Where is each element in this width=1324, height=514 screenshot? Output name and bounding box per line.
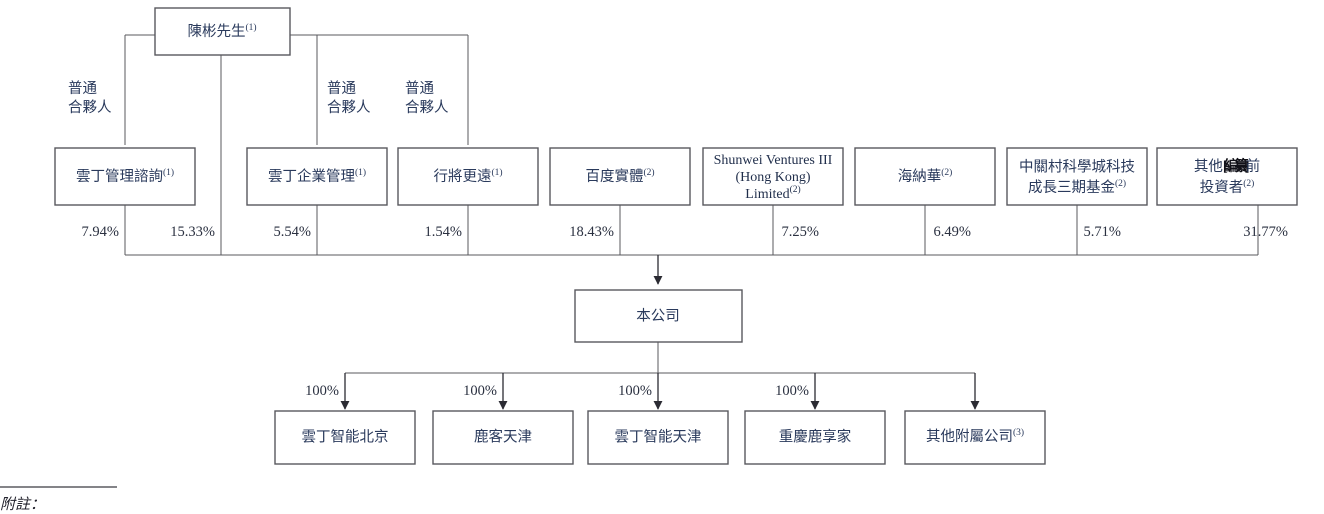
- connector-group-level2-bus: [340, 342, 980, 410]
- node-shareholder-5[interactable]: Shunwei Ventures III (Hong Kong) Limited…: [702, 147, 844, 206]
- node-shareholder-7[interactable]: 中關村科學城科技 成長三期基金(2): [1006, 147, 1148, 206]
- node-shareholder-7-label-line2: 成長三期基金(2): [1028, 178, 1126, 196]
- role-label-2-line2: 合夥人: [327, 99, 371, 116]
- percent-label-sh7: 5.71%: [1084, 224, 1121, 240]
- node-shareholder-6-label: 海納華(2): [898, 167, 953, 185]
- node-ultimate-owner-box: [154, 7, 291, 56]
- role-label-1: 普通 合夥人: [68, 80, 112, 116]
- node-shareholder-5-label-line3: Limited(2): [745, 184, 800, 202]
- node-subsidiary-4-label: 重慶鹿享家: [779, 428, 852, 445]
- node-shareholder-4-box: [549, 147, 691, 206]
- percent-label-sh1: 7.94%: [82, 224, 119, 240]
- percent-label-sh5: 7.25%: [782, 224, 819, 240]
- node-subsidiary-2[interactable]: 鹿客天津: [432, 410, 574, 465]
- node-shareholder-8-label-line2: 投資者(2): [1200, 178, 1255, 196]
- node-company-label: 本公司: [636, 307, 680, 324]
- node-shareholder-2[interactable]: 雲丁企業管理(1): [246, 147, 388, 206]
- node-subsidiary-5[interactable]: 其他附屬公司(3): [904, 410, 1046, 465]
- node-shareholder-6-box: [854, 147, 996, 206]
- node-company[interactable]: 本公司: [574, 289, 743, 343]
- role-label-3-line2: 合夥人: [405, 99, 449, 116]
- percent-label-sub4: 100%: [775, 383, 809, 399]
- node-shareholder-4[interactable]: 百度實體(2): [549, 147, 691, 206]
- role-label-2-line1: 普通: [327, 80, 356, 97]
- percent-label-sub1: 100%: [305, 383, 339, 399]
- node-shareholder-2-box: [246, 147, 388, 206]
- role-label-2: 普通 合夥人: [327, 80, 371, 116]
- node-shareholder-8-label-line1: 其他[編纂]前: [1194, 157, 1260, 175]
- node-shareholder-1[interactable]: 雲丁管理諮詢(1): [54, 147, 196, 206]
- percent-label-sh8: 31.77%: [1243, 224, 1288, 240]
- node-subsidiary-2-label: 鹿客天津: [474, 428, 532, 445]
- node-shareholder-5-label-line2: (Hong Kong): [735, 170, 810, 185]
- percent-label-sub3: 100%: [618, 383, 652, 399]
- node-shareholder-3[interactable]: 行將更遠(1): [397, 147, 539, 206]
- footnote-heading: 附註：: [0, 496, 45, 513]
- node-subsidiary-5-box: [904, 410, 1046, 465]
- node-subsidiary-3-label: 雲丁智能天津: [615, 428, 702, 445]
- percent-label-sh3: 1.54%: [425, 224, 462, 240]
- role-label-3: 普通 合夥人: [405, 80, 449, 116]
- node-subsidiary-3-box: [587, 410, 729, 465]
- node-shareholder-7-box: [1006, 147, 1148, 206]
- node-shareholder-1-box: [54, 147, 196, 206]
- node-subsidiary-5-label: 其他附屬公司(3): [926, 427, 1024, 445]
- role-label-3-line1: 普通: [405, 80, 434, 97]
- percent-labels-level2: 100% 100% 100% 100%: [305, 383, 809, 399]
- node-ultimate-owner-label: 陳彬先生(1): [187, 22, 256, 40]
- node-shareholder-1-label: 雲丁管理諮詢(1): [76, 167, 174, 185]
- node-shareholder-6[interactable]: 海納華(2): [854, 147, 996, 206]
- node-shareholder-7-label-line1: 中關村科學城科技: [1019, 157, 1135, 175]
- node-subsidiary-4-box: [744, 410, 886, 465]
- connector-group-level1-bus: [124, 205, 1259, 285]
- percent-label-owner-direct: 15.33%: [170, 224, 215, 240]
- node-shareholder-5-box: [702, 147, 844, 206]
- node-subsidiary-1-box: [274, 410, 416, 465]
- role-label-1-line1: 普通: [68, 80, 97, 97]
- percent-labels-level1: 7.94% 15.33% 5.54% 1.54% 18.43% 7.25% 6.…: [82, 224, 1288, 240]
- percent-label-sh2: 5.54%: [274, 224, 311, 240]
- node-shareholder-5-label-line1: Shunwei Ventures III: [714, 153, 833, 168]
- footnote-section: 附註：: [0, 486, 117, 513]
- percent-label-sub2: 100%: [463, 383, 497, 399]
- node-shareholder-4-label: 百度實體(2): [585, 167, 654, 185]
- percent-label-sh4: 18.43%: [569, 224, 614, 240]
- node-ultimate-owner[interactable]: 陳彬先生(1): [154, 7, 291, 56]
- node-shareholder-8-box: [1156, 147, 1298, 206]
- node-company-box: [574, 289, 743, 343]
- node-shareholder-8[interactable]: 其他[編纂]前 投資者(2): [1156, 147, 1298, 206]
- percent-label-sh6: 6.49%: [934, 224, 971, 240]
- node-subsidiary-4[interactable]: 重慶鹿享家: [744, 410, 886, 465]
- node-subsidiary-3[interactable]: 雲丁智能天津: [587, 410, 729, 465]
- node-shareholder-2-label: 雲丁企業管理(1): [268, 167, 366, 185]
- node-shareholder-3-label: 行將更遠(1): [433, 167, 502, 185]
- role-label-1-line2: 合夥人: [68, 99, 112, 116]
- node-subsidiary-1[interactable]: 雲丁智能北京: [274, 410, 416, 465]
- node-shareholder-3-box: [397, 147, 539, 206]
- node-subsidiary-2-box: [432, 410, 574, 465]
- node-subsidiary-1-label: 雲丁智能北京: [302, 428, 389, 445]
- connector-group-top: [124, 34, 469, 255]
